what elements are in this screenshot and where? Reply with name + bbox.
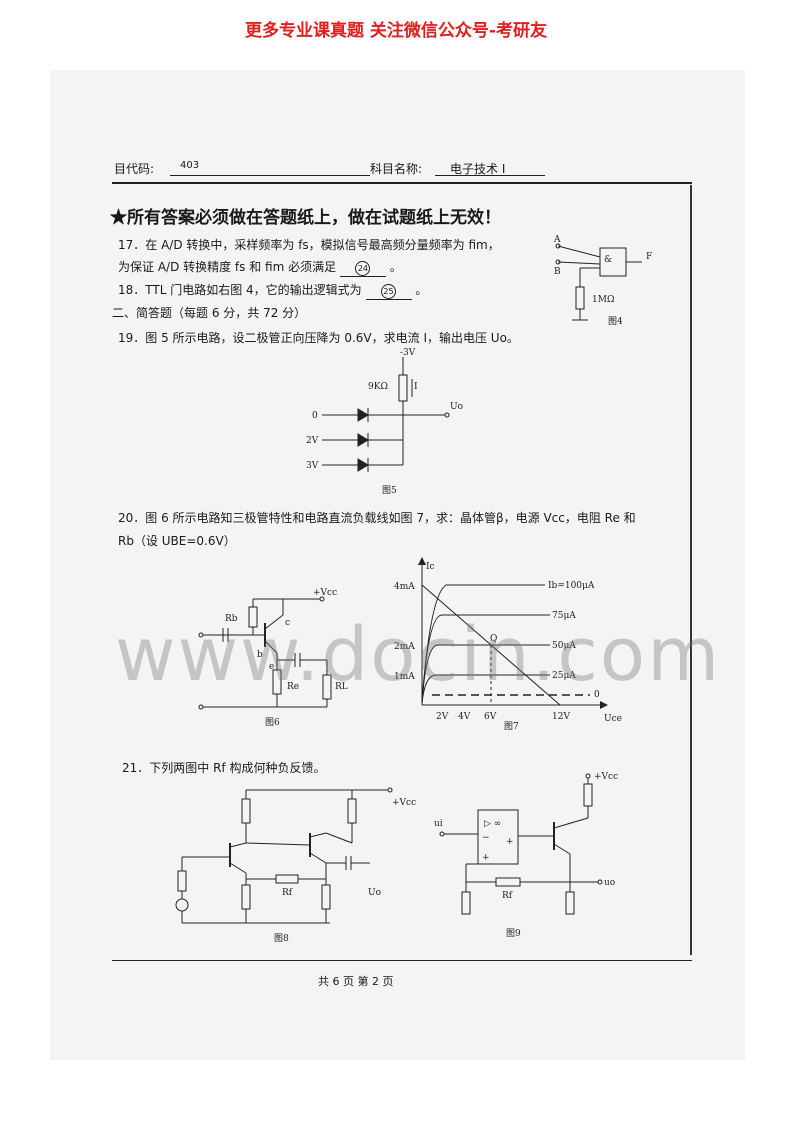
fig6-rb: Rb [225, 614, 238, 624]
fig7-label-75ua: 75μA [552, 611, 576, 621]
figure-6-circuit: +Vcc Rb c b e RL Re 图6 [198, 588, 348, 728]
fig7-ytick-2ma: 2mA [394, 642, 415, 652]
figure-8-circuit: +Vcc Rf Uo 图8 [175, 787, 416, 944]
fig5-current: I [414, 382, 418, 392]
fig4-and-gate: & [604, 255, 612, 265]
q17-end: 。 [389, 260, 402, 274]
q20-line1: 20．图 6 所示电路知三极管特性和电路直流负载线如图 7，求：晶体管β，电源 … [118, 511, 636, 525]
q18-blank: 25 [381, 284, 396, 299]
q17-blank: 24 [355, 261, 371, 276]
figure-9-circuit: +Vcc ▷ ∞ − + + ui uo Rf 图9 [434, 772, 618, 939]
q20-line2: Rb（设 UBE=0.6V） [118, 534, 236, 548]
fig9-output: uo [604, 878, 615, 888]
page-border [690, 185, 692, 955]
fig7-label-50ua: 50μA [552, 641, 576, 651]
exam-code-label: 目代码: [114, 162, 155, 176]
fig7-ytick-1ma: 1mA [394, 672, 415, 682]
notice: ★所有答案必须做在答题纸上，做在试题纸上无效！ [110, 208, 501, 228]
q17-line2: 为保证 A/D 转换精度 fs 和 fim 必须满足 [118, 260, 337, 274]
figure-7-chart: Ic Uce 4mA 2mA 1mA 2V 4V 6V 12V Ib=100μA… [394, 557, 622, 732]
fig8-rf: Rf [282, 888, 293, 898]
q18-end: 。 [415, 283, 428, 297]
fig6-rl: RL [335, 682, 348, 692]
fig7-xtick-12v: 12V [552, 712, 570, 722]
fig5-input-1: 0 [312, 411, 318, 421]
scanned-page [50, 70, 745, 1060]
header-rule [112, 182, 692, 184]
fig7-label-25ua: 25μA [552, 671, 576, 681]
watermark: www.docin.com [115, 612, 722, 698]
fig4-input-b: B [554, 267, 561, 277]
fig4-input-a: A [553, 235, 561, 245]
fig4-caption: 图4 [608, 316, 623, 327]
section-2-heading: 二、简答题（每题 6 分，共 72 分） [112, 306, 307, 320]
fig6-vcc: +Vcc [313, 588, 337, 598]
q18-text: 18．TTL 门电路如右图 4，它的输出逻辑式为 [118, 283, 362, 297]
fig7-q-point: Q [490, 634, 497, 644]
fig7-caption: 图7 [504, 721, 519, 732]
fig9-caption: 图9 [506, 928, 521, 939]
fig8-output: Uo [368, 888, 381, 898]
fig6-re: Re [287, 682, 299, 692]
fig5-input-2: 2V [306, 436, 319, 446]
fig7-label-100ua: Ib=100μA [548, 581, 595, 591]
fig4-output: F [646, 252, 652, 262]
fig7-curve-25ua [421, 674, 550, 704]
fig5-resistor: 9KΩ [368, 382, 388, 392]
fig7-x-label: Uce [604, 714, 622, 724]
promo-banner: 更多专业课真题 关注微信公众号-考研友 [245, 21, 547, 41]
fig9-minus: − [482, 833, 490, 843]
fig4-resistor-label: 1MΩ [592, 295, 614, 305]
fig7-xtick-2v: 2V [436, 712, 449, 722]
fig5-output: Uo [450, 402, 463, 412]
fig9-input: ui [434, 819, 443, 829]
figure-5-circuit: -3V 9KΩ I Uo 0 2V 3V 图5 [306, 348, 463, 496]
fig6-emitter: e [269, 662, 274, 672]
figure-4-circuit: A B 1MΩ & F 图4 [553, 235, 652, 327]
fig9-output-plus: + [506, 837, 514, 847]
fig6-base: b [257, 650, 263, 660]
fig6-collector: c [285, 618, 290, 628]
fig7-xtick-6v: 6V [484, 712, 497, 722]
subject-label: 科目名称: [370, 162, 423, 176]
fig6-caption: 图6 [265, 717, 280, 728]
page-footer: 共 6 页 第 2 页 [318, 975, 394, 988]
fig9-opamp-symbol: ▷ ∞ [484, 819, 501, 829]
fig9-rf: Rf [502, 891, 513, 901]
footer-rule [112, 960, 692, 961]
fig5-caption: 图5 [382, 485, 397, 496]
fig7-label-0: 0 [594, 690, 600, 700]
fig5-supply: -3V [400, 348, 416, 358]
fig9-vcc: +Vcc [594, 772, 618, 782]
fig7-curve-50ua [421, 644, 550, 704]
fig8-vcc: +Vcc [392, 798, 416, 808]
q21-text: 21．下列两图中 Rf 构成何种负反馈。 [122, 761, 326, 775]
fig7-xtick-4v: 4V [458, 712, 471, 722]
fig8-caption: 图8 [274, 933, 289, 944]
fig5-input-3: 3V [306, 461, 319, 471]
fig7-y-label: Ic [426, 562, 435, 572]
q17-line1: 17．在 A/D 转换中，采样频率为 fs，模拟信号最高频分量频率为 fim， [118, 238, 500, 252]
subject-value: 电子技术 I [450, 162, 506, 176]
fig9-plus: + [482, 853, 490, 863]
exam-code-value: 403 [180, 160, 200, 171]
fig7-ytick-4ma: 4mA [394, 582, 415, 592]
q19-text: 19．图 5 所示电路，设二极管正向压降为 0.6V，求电流 I，输出电压 Uo… [118, 331, 519, 345]
